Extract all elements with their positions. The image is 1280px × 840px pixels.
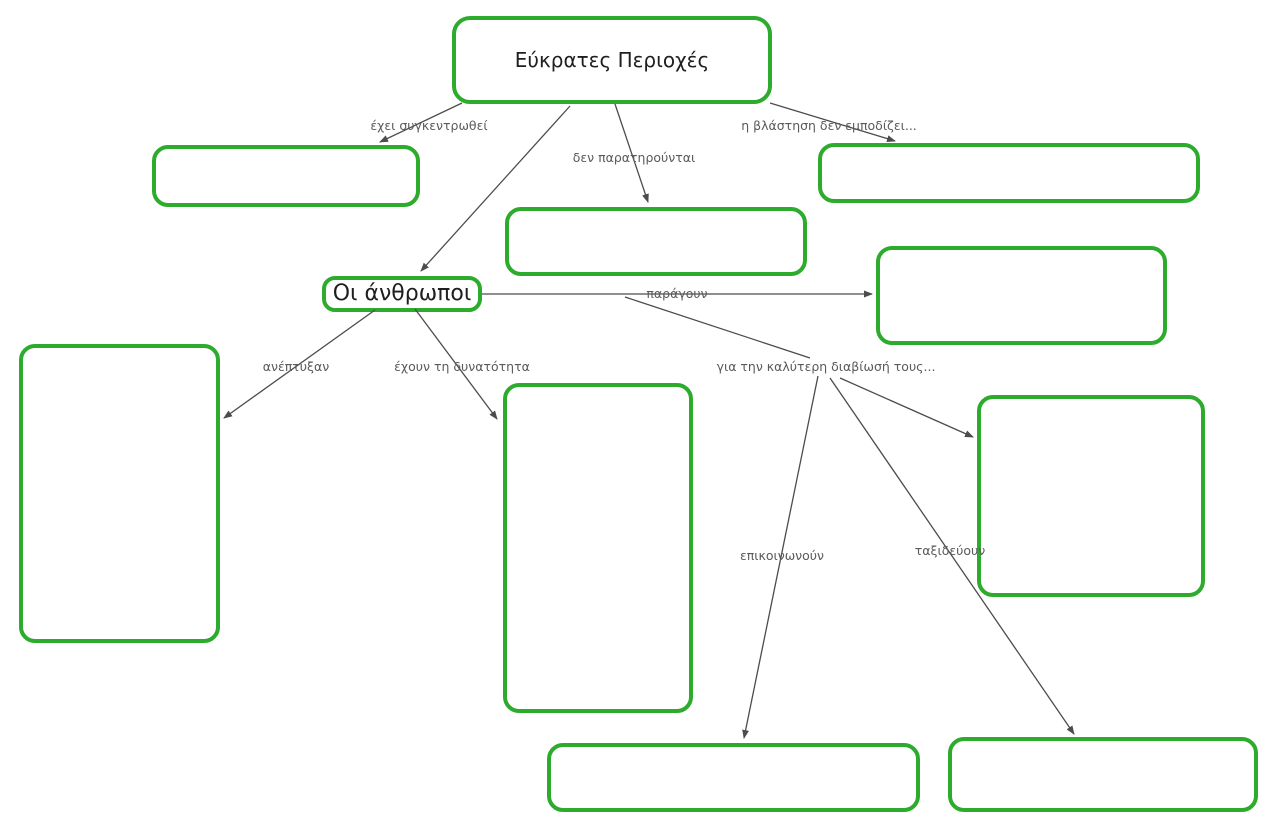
- link-label-developed: ανέπτυξαν: [262, 358, 330, 374]
- link-label-vegetation: η βλάστηση δεν εμποδίζει...: [741, 117, 917, 133]
- node-empty-bottom-right[interactable]: [948, 737, 1258, 812]
- node-empty-top-right[interactable]: [818, 143, 1200, 203]
- link-label-communicate: επικοινωνούν: [739, 547, 825, 563]
- node-people-label: Οι άνθρωποι: [332, 280, 472, 306]
- node-empty-center-tall[interactable]: [503, 383, 693, 713]
- link-label-gathered: έχει συγκεντρωθεί: [370, 117, 488, 133]
- node-empty-right-middle[interactable]: [876, 246, 1167, 345]
- node-empty-left-tall[interactable]: [19, 344, 220, 643]
- node-temperate-regions[interactable]: Εύκρατες Περιοχές: [452, 16, 772, 104]
- link-label-ability: έχουν τη δυνατότητα: [394, 358, 530, 374]
- node-empty-top-left[interactable]: [152, 145, 420, 207]
- node-empty-right[interactable]: [977, 395, 1205, 597]
- node-people[interactable]: Οι άνθρωποι: [322, 276, 482, 312]
- node-empty-middle[interactable]: [505, 207, 807, 276]
- node-temperate-regions-label: Εύκρατες Περιοχές: [514, 48, 710, 72]
- link-label-not-observed: δεν παρατηρούνται: [572, 149, 696, 165]
- link-label-travel: ταξιδεύουν: [914, 542, 986, 558]
- node-empty-bottom-center[interactable]: [547, 743, 920, 812]
- link-label-produce: παράγουν: [646, 285, 708, 301]
- link-label-better-living: για την καλύτερη διαβίωσή τους...: [716, 358, 936, 374]
